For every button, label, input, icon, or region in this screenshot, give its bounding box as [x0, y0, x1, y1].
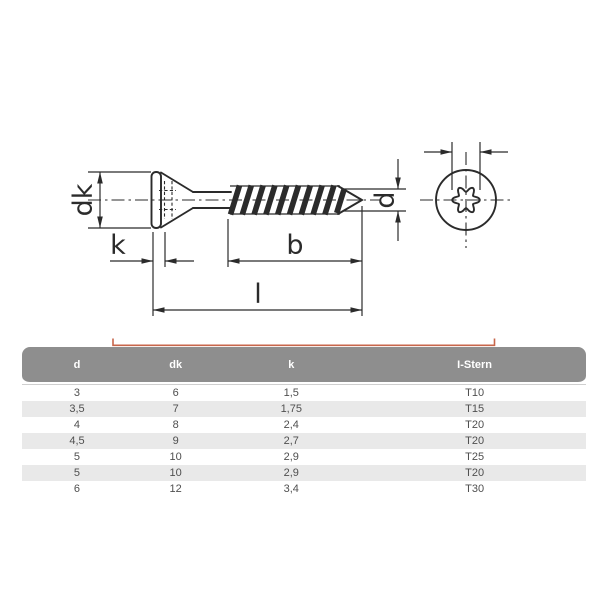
label-dk: dk	[68, 183, 99, 216]
table-cell: 8	[172, 419, 179, 431]
table-cell: T30	[465, 483, 485, 495]
table-cell: 10	[169, 467, 182, 479]
label-l: l	[254, 279, 262, 310]
thread-stripe	[227, 184, 243, 216]
table-cell: 3	[22, 384, 132, 401]
table-row: 3,5 7 1,75 T15	[22, 401, 586, 417]
head-cone-bottom	[160, 207, 194, 229]
thread-stripe	[322, 184, 337, 216]
table-cell: 6	[131, 384, 220, 401]
table-cell: 5	[73, 467, 81, 479]
table-cell: T20	[465, 419, 485, 431]
screw-technical-drawing: dk k b l d	[68, 142, 512, 347]
table-row: 4,5 9 2,7 T20	[22, 433, 586, 449]
table-cell: 9	[172, 435, 179, 447]
table-cell: T20	[465, 435, 485, 447]
table-cell: 2,9	[283, 467, 299, 479]
thread-stripe	[275, 184, 290, 216]
table-cell: 6	[73, 483, 81, 495]
table-header-row: d dk k I-Stern	[22, 347, 586, 384]
table-cell: 2,7	[283, 435, 299, 447]
tip-top	[337, 185, 363, 201]
table-cell: 12	[169, 483, 182, 495]
table-cell: 10	[169, 451, 182, 463]
dimension-l: l	[153, 206, 363, 316]
table-cell: 1,75	[280, 403, 302, 415]
dimension-b: b	[227, 219, 362, 267]
dimension-k: k	[110, 230, 194, 316]
tip-bottom	[337, 199, 363, 215]
torx-head-view	[420, 142, 512, 248]
table-cell: T15	[465, 403, 485, 415]
thread-stripe	[251, 184, 266, 216]
dimension-dk: dk	[68, 171, 151, 229]
accent-bracket	[112, 338, 496, 347]
spec-table: d dk k I-Stern 3 6 1,5 T10 3,5 7 1,75 T1…	[22, 347, 586, 497]
thread-stripe	[310, 184, 325, 216]
table-cell: 4	[73, 419, 81, 431]
table-cell: 2,4	[283, 419, 299, 431]
head-cone-top	[160, 171, 194, 193]
table-cell: 3,4	[283, 483, 299, 495]
thread-stripe	[286, 184, 302, 216]
head-flat-face	[150, 171, 162, 229]
table-cell: 2,9	[283, 451, 299, 463]
thread-stripe	[334, 188, 347, 214]
table-cell: 1,5	[219, 384, 364, 401]
table-row: 3 6 1,5 T10	[22, 384, 586, 401]
thread-stripe	[298, 184, 313, 216]
table-row: 4 8 2,4 T20	[22, 417, 586, 433]
thread	[227, 184, 347, 216]
label-k: k	[110, 230, 126, 261]
table-cell: 3,5	[69, 403, 85, 415]
col-header-dk: dk	[131, 347, 220, 384]
table-cell: T10	[363, 384, 586, 401]
table-cell: 4,5	[69, 435, 85, 447]
table-row: 6 12 3,4 T30	[22, 481, 586, 497]
label-b: b	[286, 230, 303, 261]
col-header-istern: I-Stern	[363, 347, 586, 384]
table-cell: 5	[73, 451, 81, 463]
table-row: 5 10 2,9 T25	[22, 449, 586, 465]
thread-stripe	[263, 184, 278, 216]
table-cell: 7	[172, 403, 179, 415]
table-cell: T20	[465, 467, 485, 479]
dimension-d: d	[344, 159, 406, 241]
thread-stripe	[239, 184, 254, 216]
table-cell: T25	[465, 451, 485, 463]
col-header-k: k	[219, 347, 364, 384]
screw-side-view	[88, 171, 380, 229]
col-header-d: d	[22, 347, 132, 384]
label-d: d	[370, 191, 401, 208]
table-row: 5 10 2,9 T20	[22, 465, 586, 481]
